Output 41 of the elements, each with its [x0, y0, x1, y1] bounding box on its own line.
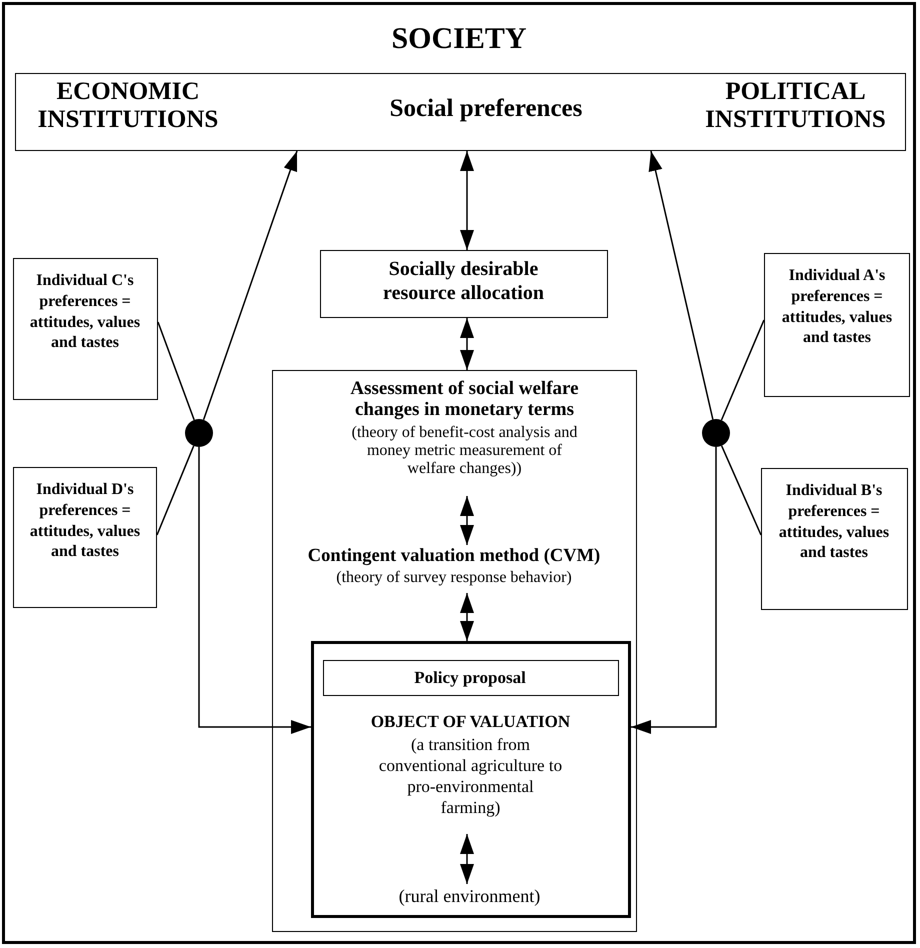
institution-heading: ECONOMIC INSTITUTIONS — [36, 78, 220, 133]
individual-box — [13, 258, 158, 400]
box-heading: Social preferences — [388, 94, 584, 124]
junction-dot — [702, 419, 730, 447]
connector-line — [720, 320, 765, 420]
arrow — [460, 318, 474, 370]
section-heading: Contingent valuation method (CVM) — [306, 544, 602, 567]
box-text: Individual A's preferences = attitudes, values and tastes — [780, 266, 894, 348]
proposal-box — [322, 660, 618, 696]
connector-line — [720, 446, 762, 536]
section-text: (a transition from conventional agriculture to pro-environmental farming) — [378, 734, 564, 818]
object-box — [310, 640, 630, 918]
arrow — [631, 447, 717, 734]
box-heading: Socially desirable resource allocation — [382, 257, 545, 305]
connector-line — [157, 322, 195, 420]
arrow — [460, 834, 474, 884]
box-heading: Policy proposal — [413, 668, 527, 688]
box-text: Individual C's preferences = attitudes, values and tastes — [28, 271, 142, 354]
individual-box — [761, 468, 908, 610]
section-text: (theory of benefit-cost analysis and money metric measurement of welfare changes)) — [350, 424, 578, 479]
arrow — [198, 447, 311, 734]
arrow — [460, 593, 474, 641]
section-text: (theory of survey response behavior) — [335, 568, 573, 587]
valuation-frame — [272, 370, 637, 932]
arrow — [460, 151, 474, 250]
section-heading: OBJECT OF VALUATION — [370, 712, 572, 732]
arrow — [202, 150, 298, 420]
section-heading: Assessment of social welfare changes in monetary terms — [349, 378, 580, 422]
institution-heading: POLITICAL INSTITUTIONS — [704, 78, 887, 133]
individual-box — [764, 253, 910, 397]
section-text: (rural environment) — [398, 886, 542, 908]
institutions-box — [15, 73, 906, 151]
junction-dot — [185, 419, 213, 447]
frame-title: SOCIETY — [390, 21, 528, 57]
allocation-box — [320, 250, 608, 318]
box-text: Individual B's preferences = attitudes, values and tastes — [778, 481, 890, 564]
connector-line — [156, 446, 194, 536]
arrow — [460, 496, 474, 545]
box-text: Individual D's preferences = attitudes, values and tastes — [28, 480, 142, 562]
arrow — [648, 150, 714, 420]
individual-box — [13, 467, 157, 608]
